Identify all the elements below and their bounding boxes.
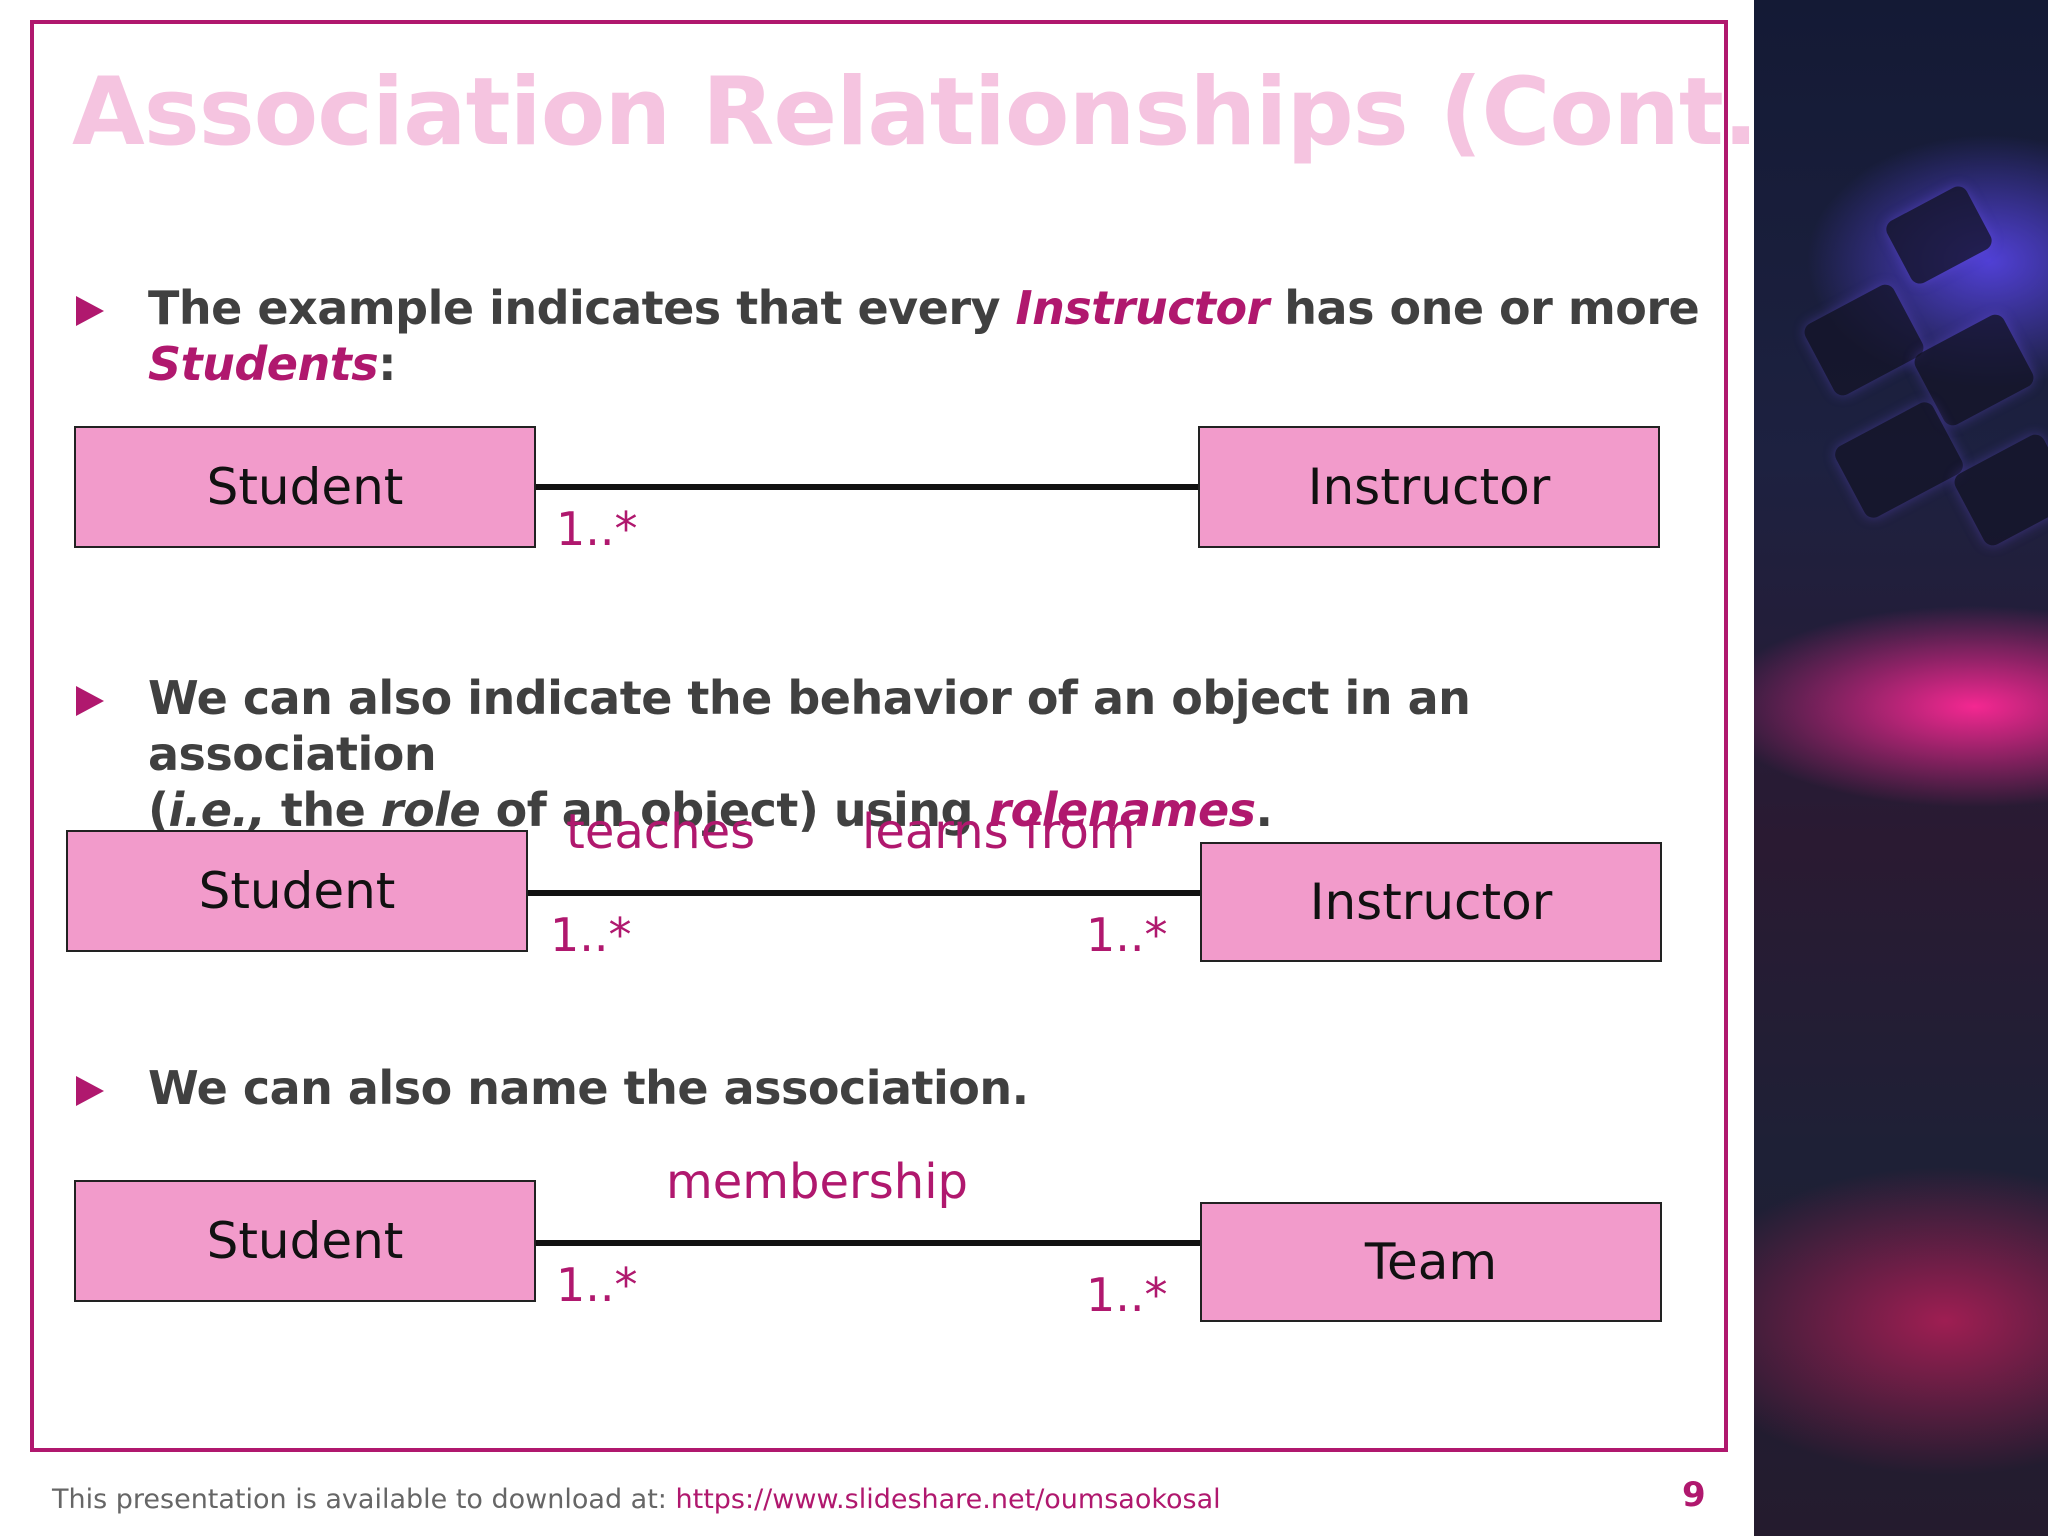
role-teaches: teaches <box>566 804 756 860</box>
instructor-emphasis: Instructor <box>1015 281 1270 335</box>
multiplicity-left-1: 1..* <box>556 502 638 556</box>
bullet-marker-3 <box>76 1076 104 1106</box>
footer-text: This presentation is available to downlo… <box>52 1484 1221 1515</box>
rolenames-emphasis: rolenames <box>988 783 1256 837</box>
page-number: 9 <box>1682 1475 1706 1515</box>
association-name-membership: membership <box>666 1154 969 1210</box>
students-emphasis: Students <box>148 337 379 391</box>
multiplicity-left-3: 1..* <box>556 1258 638 1312</box>
multiplicity-right-3: 1..* <box>1086 1268 1168 1322</box>
multiplicity-right-2: 1..* <box>1086 908 1168 962</box>
bullet-text-1: The example indicates that every Instruc… <box>148 281 1700 391</box>
keyboard-key-decoration <box>1951 431 2048 549</box>
bullet-text-3: We can also name the association. <box>148 1061 1029 1115</box>
association-line-1 <box>536 484 1198 490</box>
keyboard-key-decoration <box>1882 182 1996 288</box>
bullet-marker-1 <box>76 296 104 326</box>
slide-title: Association Relationships (Cont.) <box>72 58 1801 167</box>
class-box-team: Team <box>1200 1202 1662 1322</box>
association-line-3 <box>536 1240 1200 1246</box>
class-box-instructor-1: Instructor <box>1198 426 1660 548</box>
association-line-2 <box>528 890 1200 896</box>
class-box-student-2: Student <box>66 830 528 952</box>
keyboard-key-decoration <box>1801 281 1927 399</box>
class-box-student-3: Student <box>74 1180 536 1302</box>
footer-url-link[interactable]: https://www.slideshare.net/oumsaokosal <box>675 1484 1221 1515</box>
multiplicity-left-2: 1..* <box>550 908 632 962</box>
keyboard-photo <box>1754 0 2048 1536</box>
class-box-student-1: Student <box>74 426 536 548</box>
bullet-marker-2 <box>76 686 104 716</box>
class-box-instructor-2: Instructor <box>1200 842 1662 962</box>
role-learns-from: learns from <box>862 804 1136 860</box>
bullet-text-2: We can also indicate the behavior of an … <box>148 671 1471 837</box>
